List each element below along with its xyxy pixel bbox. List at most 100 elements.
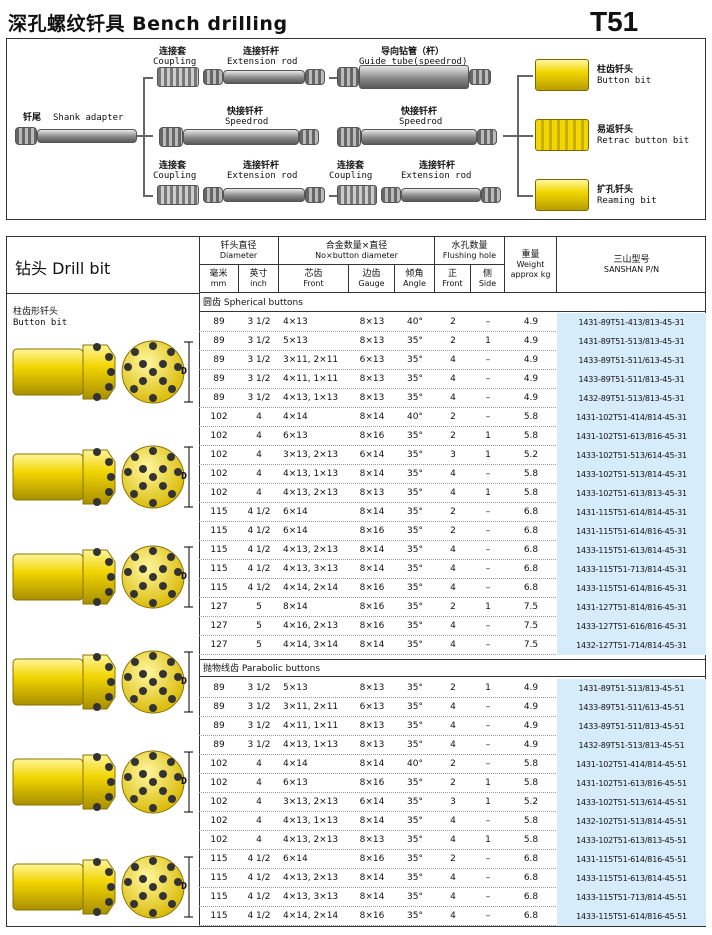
- cell-front: 6×13: [283, 431, 308, 441]
- cell-inch: 3 1/2: [247, 740, 271, 750]
- cell-part-number: 1431-102T51-414/814-45-51: [557, 755, 706, 774]
- cell-part-number: 1432-89T51-513/813-45-51: [557, 736, 706, 755]
- cell-flush-front: 2: [450, 412, 456, 422]
- shank-label-cn: 钎尾: [23, 113, 42, 123]
- cell-front: 4×16, 2×13: [283, 621, 339, 631]
- cell-flush-side: –: [485, 816, 491, 826]
- cell-flush-front: 2: [450, 854, 456, 864]
- cell-angle: 35°: [407, 545, 423, 555]
- cell-flush-front: 2: [450, 759, 456, 769]
- cell-flush-side: 1: [485, 431, 491, 441]
- cell-weight: 7.5: [523, 602, 539, 612]
- cell-inch: 3 1/2: [247, 374, 271, 384]
- cell-mm: 115: [210, 545, 228, 555]
- cell-inch: 3 1/2: [247, 336, 271, 346]
- cell-mm: 127: [210, 640, 228, 650]
- cell-mm: 115: [210, 583, 228, 593]
- cell-weight: 5.8: [523, 759, 539, 769]
- cell-part-number: 1431-115T51-614/814-45-31: [557, 503, 706, 522]
- guide-tube-thread: [337, 67, 359, 87]
- speedrod-thread: [299, 129, 319, 145]
- connector-line: [143, 77, 153, 79]
- diameter-dimension-label: D: [181, 881, 188, 892]
- cell-part-number: 1433-102T51-513/814-45-31: [557, 465, 706, 484]
- cell-mm: 102: [210, 488, 228, 498]
- cell-flush-front: 2: [450, 431, 456, 441]
- cell-front: 3×11, 2×11: [283, 355, 339, 365]
- cell-mm: 102: [210, 835, 228, 845]
- cell-inch: 3 1/2: [247, 355, 271, 365]
- cell-inch: 4: [256, 759, 262, 769]
- cell-angle: 35°: [407, 526, 423, 536]
- cell-mm: 102: [210, 816, 228, 826]
- thread-code: T51: [590, 6, 639, 37]
- cell-gauge: 8×13: [359, 683, 385, 693]
- diameter-dimension-label: D: [181, 676, 188, 687]
- cell-front: 4×14, 2×14: [283, 911, 339, 921]
- extrod1-label-cn: 连接钎杆: [243, 47, 280, 57]
- cell-gauge: 8×14: [359, 469, 385, 479]
- cell-part-number: 1433-102T51-613/813-45-51: [557, 831, 706, 850]
- speed1-label-en: Speedrod: [225, 117, 269, 127]
- cell-part-number: 1433-115T51-614/816-45-31: [557, 579, 706, 598]
- cell-flush-side: –: [485, 374, 491, 384]
- shank-adapter-thread: [15, 127, 37, 145]
- guide-tube-thread: [469, 69, 491, 85]
- cell-angle: 35°: [407, 702, 423, 712]
- cell-angle: 35°: [407, 778, 423, 788]
- cell-angle: 35°: [407, 640, 423, 650]
- cell-part-number: 1433-127T51-616/816-45-31: [557, 617, 706, 636]
- cell-part-number: 1431-102T51-414/814-45-31: [557, 408, 706, 427]
- cell-mm: 89: [213, 683, 225, 693]
- extrod3-label-cn: 连接钎杆: [419, 161, 456, 171]
- cell-gauge: 8×14: [359, 507, 385, 517]
- cell-angle: 40°: [407, 759, 423, 769]
- cell-inch: 4 1/2: [247, 507, 271, 517]
- cell-part-number: 1433-115T51-713/814-45-31: [557, 560, 706, 579]
- cell-gauge: 8×16: [359, 621, 385, 631]
- cell-angle: 35°: [407, 854, 423, 864]
- bit3-label-cn: 扩孔钎头: [597, 185, 634, 195]
- cell-flush-front: 4: [450, 393, 456, 403]
- cell-gauge: 8×13: [359, 317, 385, 327]
- cell-weight: 6.8: [523, 892, 539, 902]
- cell-weight: 4.9: [523, 374, 539, 384]
- cell-angle: 35°: [407, 621, 423, 631]
- cell-flush-front: 4: [450, 621, 456, 631]
- diameter-dimension-label: D: [181, 366, 188, 377]
- cell-gauge: 8×16: [359, 778, 385, 788]
- ext-rod-thread: [203, 69, 223, 85]
- cell-flush-front: 4: [450, 640, 456, 650]
- cell-part-number: 1433-89T51-511/613-45-31: [557, 351, 706, 370]
- cell-gauge: 8×13: [359, 393, 385, 403]
- cell-flush-front: 4: [450, 374, 456, 384]
- cell-front: 4×13, 1×13: [283, 393, 339, 403]
- bit3-label-en: Reaming bit: [597, 196, 657, 206]
- cell-angle: 35°: [407, 355, 423, 365]
- cell-flush-front: 2: [450, 778, 456, 788]
- cell-weight: 6.8: [523, 526, 539, 536]
- cell-flush-front: 2: [450, 336, 456, 346]
- speed1-label-cn: 快接钎杆: [227, 107, 264, 117]
- cell-mm: 115: [210, 526, 228, 536]
- cell-weight: 4.9: [523, 393, 539, 403]
- cell-front: 4×13, 1×13: [283, 469, 339, 479]
- cell-flush-side: –: [485, 507, 491, 517]
- cell-flush-front: 4: [450, 564, 456, 574]
- cell-flush-side: 1: [485, 797, 491, 807]
- cell-front: 6×14: [283, 854, 308, 864]
